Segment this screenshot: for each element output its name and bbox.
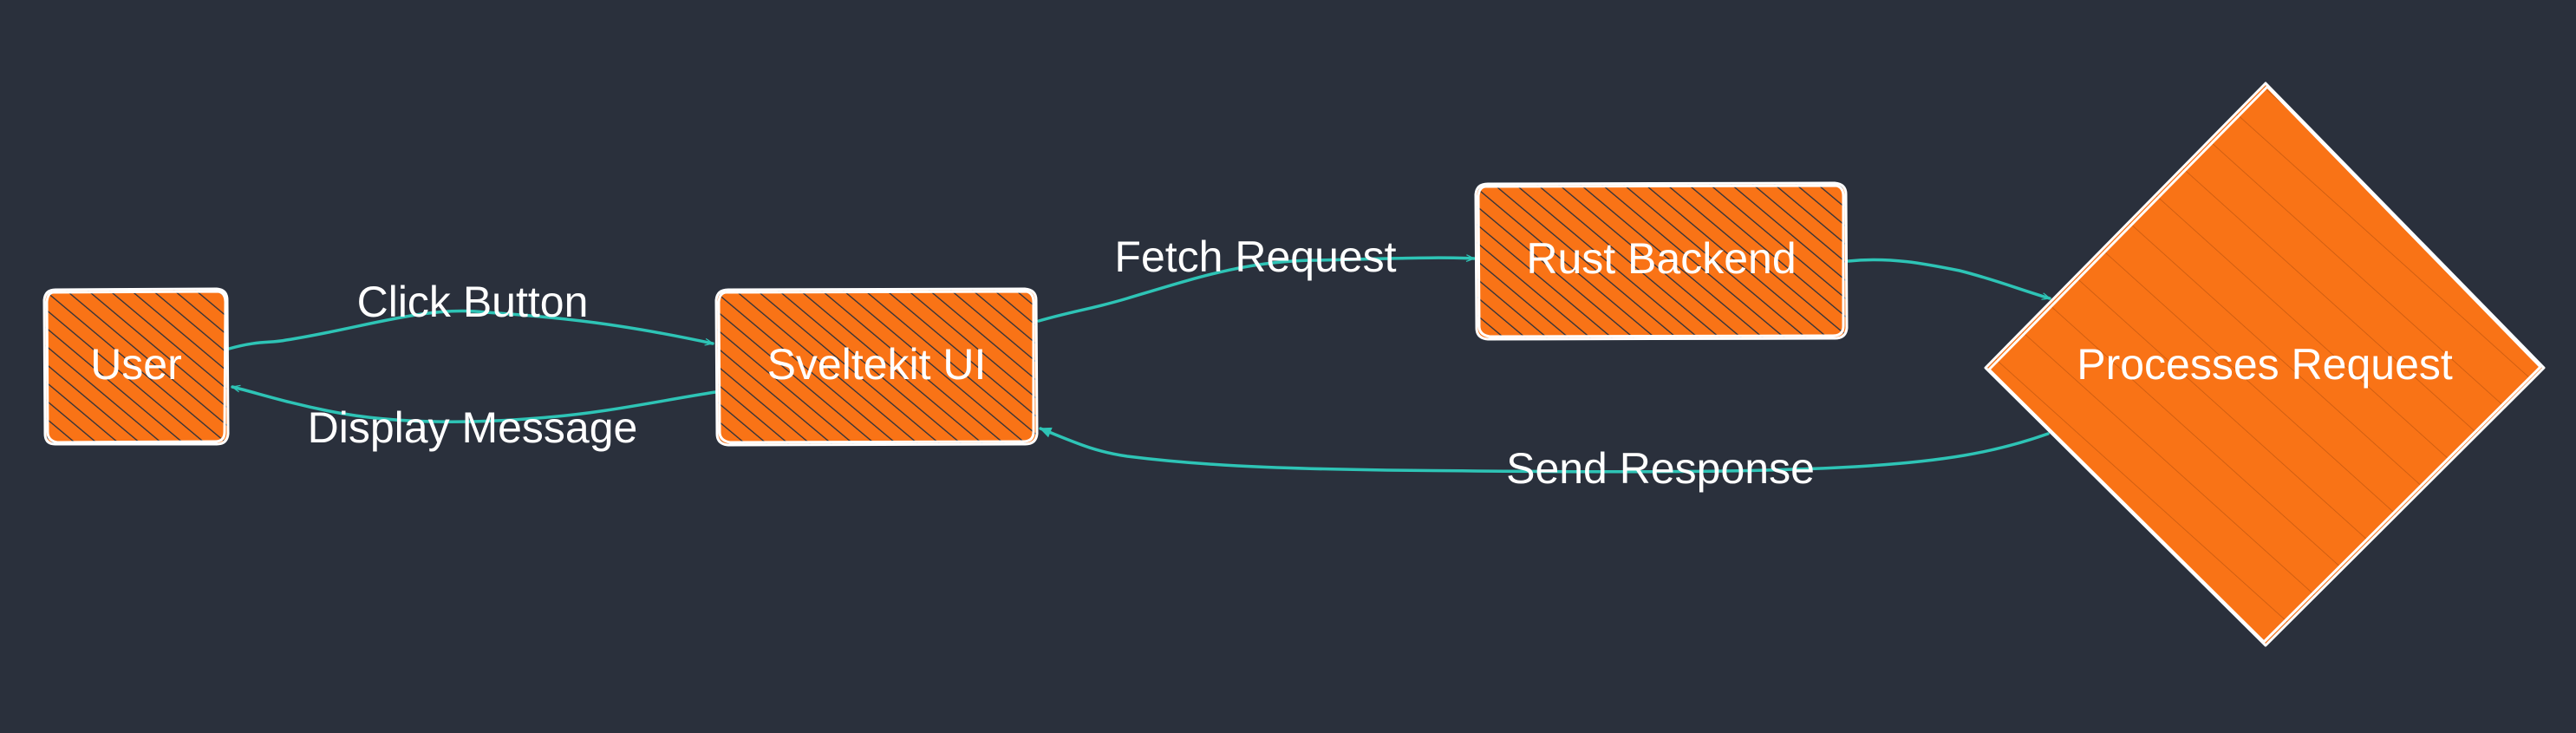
node-label-sveltekit-ui: Sveltekit UI <box>767 340 987 389</box>
node-rust-backend: Rust Backend <box>1474 181 1849 341</box>
node-label-user: User <box>90 340 182 389</box>
edge-label-display-message: Display Message <box>308 403 638 452</box>
edge-display-message: Display Message <box>231 387 717 452</box>
edge-click-button: Click Button <box>227 278 714 350</box>
node-sveltekit-ui: Sveltekit UI <box>714 287 1039 447</box>
edge-send-response: Send Response <box>1039 427 2050 493</box>
edge-label-fetch-request: Fetch Request <box>1114 232 1396 281</box>
node-label-rust-backend: Rust Backend <box>1526 234 1796 283</box>
node-processes-request: Processes Request <box>1984 82 2546 647</box>
node-label-processes-request: Processes Request <box>2077 340 2453 389</box>
edge-backend-to-process <box>1847 258 2051 298</box>
node-user: User <box>42 287 230 446</box>
edge-fetch-request: Fetch Request <box>1037 232 1476 323</box>
edge-label-click-button: Click Button <box>357 278 589 326</box>
edge-label-send-response: Send Response <box>1506 444 1815 493</box>
